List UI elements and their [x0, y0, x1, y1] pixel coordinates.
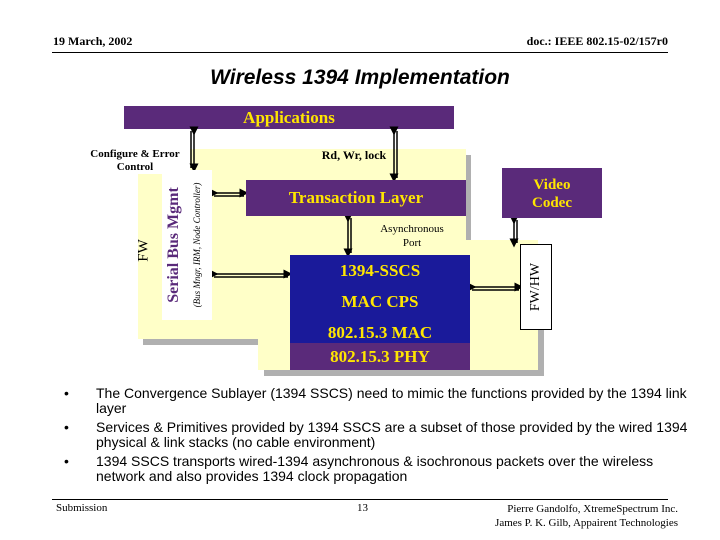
header-doc: doc.: IEEE 802.15-02/157r0 — [526, 34, 668, 48]
mac-cps-box: MAC CPS — [290, 286, 470, 317]
rd-wr-lock-label: Rd, Wr, lock — [321, 148, 387, 162]
video-codec-box: Video Codec — [502, 168, 602, 218]
header-divider — [52, 52, 668, 53]
async-port-line2: Port — [402, 237, 422, 249]
transaction-layer-box: Transaction Layer — [246, 180, 466, 216]
async-port-line1: Asynchronous — [380, 223, 444, 235]
arrow-transaction-to-sscs — [343, 213, 353, 258]
configure-error-label: Configure & Error Control — [80, 148, 190, 174]
bullet-list: • The Convergence Sublayer (1394 SSCS) n… — [62, 386, 692, 488]
footer-submission: Submission — [56, 502, 108, 514]
footer-divider — [52, 499, 668, 500]
footer-page-number: 13 — [357, 502, 368, 514]
footer-author-2: James P. K. Gilb, Appairent Technologies — [495, 517, 678, 529]
fw-hw-box: FW/HW — [520, 244, 552, 330]
bullet-text: The Convergence Sublayer (1394 SSCS) nee… — [96, 385, 687, 416]
footer-author-1: Pierre Gandolfo, XtremeSpectrum Inc. — [507, 503, 678, 515]
arrow-mgmt-to-stack — [209, 269, 293, 279]
mac-box: 802.15.3 MAC — [290, 317, 470, 348]
arrow-apps-to-mgmt — [189, 126, 199, 173]
serial-bus-mgmt-label: Serial Bus Mgmt — [165, 187, 182, 303]
fw-label: FW — [135, 239, 152, 262]
serial-bus-mgmt-box: Serial Bus Mgmt (Bus Mngr, IRM, Node Con… — [162, 170, 212, 320]
bullet-text: 1394 SSCS transports wired-1394 asynchro… — [96, 453, 654, 484]
sscs-box: 1394-SSCS — [290, 255, 470, 286]
phy-box: 802.15.3 PHY — [290, 343, 470, 370]
serial-bus-mgmt-sublabel: (Bus Mngr, IRM, Node Controller) — [192, 182, 202, 308]
header-date: 19 March, 2002 — [53, 34, 133, 48]
video-codec-line1: Video — [533, 177, 571, 193]
video-codec-line2: Codec — [532, 195, 572, 211]
arrow-mgmt-to-transaction — [209, 188, 249, 198]
async-port-label: Asynchronous Port — [352, 222, 472, 250]
arrow-apps-to-transaction — [389, 126, 399, 183]
applications-box: Applications — [124, 106, 454, 129]
slide-title: Wireless 1394 Implementation — [210, 66, 510, 89]
bullet-text: Services & Primitives provided by 1394 S… — [96, 419, 688, 450]
fw-hw-label: FW/HW — [528, 262, 543, 312]
arrow-fwhw-to-stack — [467, 282, 524, 292]
bullet-item: • 1394 SSCS transports wired-1394 asynch… — [62, 454, 692, 484]
bullet-item: • The Convergence Sublayer (1394 SSCS) n… — [62, 386, 692, 416]
bullet-item: • Services & Primitives provided by 1394… — [62, 420, 692, 450]
footer-authors: Pierre Gandolfo, XtremeSpectrum Inc. Jam… — [495, 502, 678, 530]
arrow-codec-to-fwhw — [509, 215, 519, 248]
